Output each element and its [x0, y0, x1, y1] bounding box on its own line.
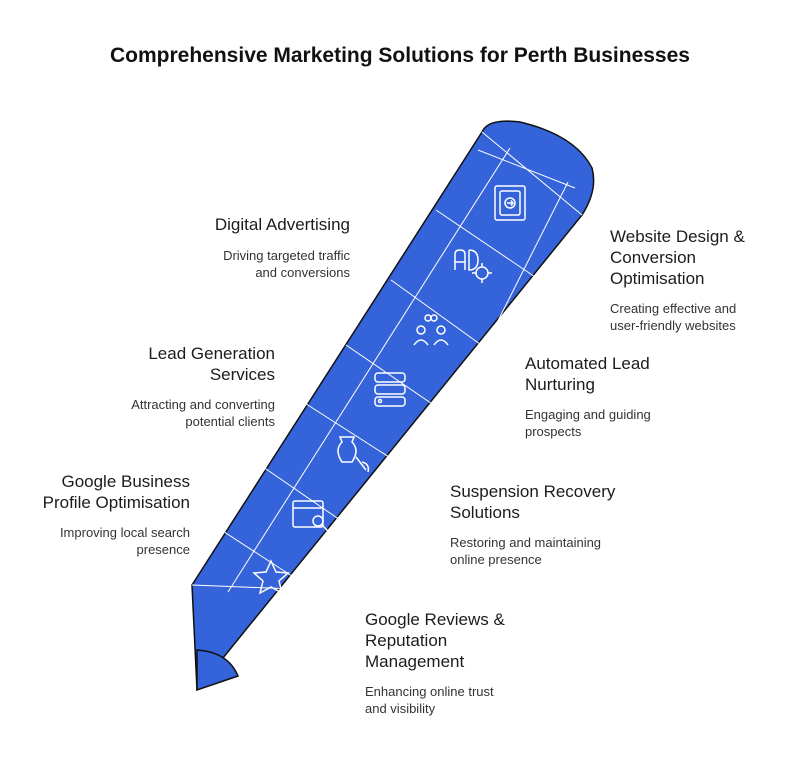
label-heading: Lead Generation Services: [148, 344, 275, 384]
label-description: Driving targeted traffic and conversions: [223, 248, 350, 280]
digital-advertising-label: Digital Advertising Driving targeted tra…: [90, 214, 350, 281]
star-icon: [252, 559, 290, 595]
label-description: Creating effective and user-friendly web…: [610, 301, 737, 333]
web-search-icon: [292, 500, 329, 532]
page-title: Comprehensive Marketing Solutions for Pe…: [110, 44, 690, 67]
vase-brush-icon: [337, 436, 370, 473]
automated-lead-nurturing-label: Automated Lead Nurturing Engaging and gu…: [525, 353, 675, 440]
google-business-profile-label: Google Business Profile Optimisation Imp…: [20, 471, 190, 558]
label-description: Restoring and maintaining online presenc…: [450, 535, 602, 567]
label-heading: Google Business Profile Optimisation: [42, 472, 190, 512]
label-heading: Digital Advertising: [214, 215, 350, 234]
label-description: Engaging and guiding prospects: [525, 407, 651, 439]
google-reviews-label: Google Reviews & Reputation Management E…: [365, 609, 530, 717]
label-description: Attracting and converting potential clie…: [131, 397, 275, 429]
browser-arrow-icon: [494, 185, 526, 221]
label-description: Improving local search presence: [59, 525, 190, 557]
suspension-recovery-label: Suspension Recovery Solutions Restoring …: [450, 481, 625, 568]
label-heading: Automated Lead Nurturing: [525, 354, 650, 394]
website-design-label: Website Design & Conversion Optimisation…: [610, 226, 780, 334]
lead-generation-label: Lead Generation Services Attracting and …: [80, 343, 275, 430]
server-stack-icon: [374, 372, 406, 407]
label-heading: Suspension Recovery Solutions: [450, 482, 616, 522]
label-heading: Google Reviews & Reputation Management: [365, 610, 505, 671]
label-heading: Website Design & Conversion Optimisation: [610, 227, 745, 288]
label-description: Enhancing online trust and visibility: [365, 684, 494, 716]
ad-target-icon: [454, 249, 492, 283]
people-link-icon: [413, 314, 449, 346]
